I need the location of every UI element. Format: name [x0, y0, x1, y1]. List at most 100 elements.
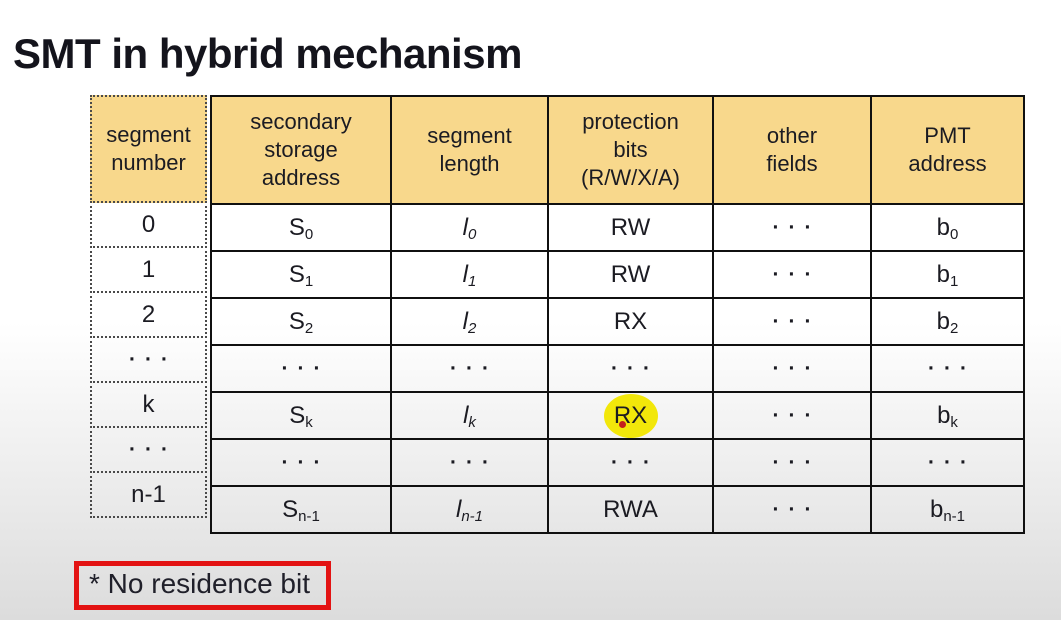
cell-value: b0 [936, 213, 959, 243]
cell-value: ··· [772, 356, 821, 380]
table-cell: lk [390, 391, 549, 440]
cell-value: S0 [288, 213, 314, 243]
cell-value: ··· [129, 347, 177, 371]
cell-value: S1 [288, 260, 314, 290]
table-row: S2 l2 RX ··· b2 [210, 297, 1025, 346]
cell-value: Sk [289, 401, 313, 431]
cell-value: k [142, 390, 155, 418]
table-cell: RX [547, 391, 714, 440]
cell-value: ··· [129, 437, 177, 461]
cell-value: ··· [772, 215, 821, 239]
cell-value: b1 [936, 260, 959, 290]
table-cell: RX [547, 297, 714, 346]
table-cell: ln-1 [390, 485, 549, 534]
cell-value: S2 [288, 307, 314, 337]
table-cell: Sk [210, 391, 392, 440]
table-cell: ··· [870, 438, 1025, 487]
cell-value: b2 [936, 307, 959, 337]
cell-value: ··· [450, 356, 498, 380]
column-header: PMT address [870, 95, 1025, 205]
segment-number-cell: 0 [90, 201, 207, 248]
table-cell: l2 [390, 297, 549, 346]
slide-title: SMT in hybrid mechanism [13, 30, 522, 78]
segment-number-cell: 2 [90, 291, 207, 338]
segment-number-cell: ··· [90, 426, 207, 473]
segment-number-cell: ··· [90, 336, 207, 383]
table-cell: RW [547, 203, 714, 252]
cell-value: ··· [611, 356, 659, 380]
table-cell: ··· [712, 344, 872, 393]
cell-value: ··· [928, 356, 976, 380]
cell-value: n-1 [131, 480, 166, 508]
table-cell: ··· [712, 203, 872, 252]
table-cell: l0 [390, 203, 549, 252]
cell-value: 2 [141, 300, 156, 328]
cell-value: bn-1 [929, 495, 966, 525]
cell-value: ··· [611, 450, 659, 474]
cell-value: ln-1 [455, 495, 484, 525]
cell-value: ··· [281, 450, 330, 474]
highlighted-cell-value: RX [613, 401, 648, 429]
table-cell: ··· [390, 438, 549, 487]
column-header: secondary storage address [210, 95, 392, 205]
table-cell: S0 [210, 203, 392, 252]
cell-value: 0 [141, 210, 156, 238]
table-cell: ··· [210, 438, 392, 487]
table-cell: ··· [712, 297, 872, 346]
table-cell: bn-1 [870, 485, 1025, 534]
table-row: Sk lk RX ··· bk [210, 391, 1025, 440]
laser-pointer-dot [618, 420, 626, 428]
table-cell: bk [870, 391, 1025, 440]
segment-number-cell: n-1 [90, 471, 207, 518]
segment-number-cell: 1 [90, 246, 207, 293]
cell-value: ··· [772, 450, 821, 474]
column-header: segment length [390, 95, 549, 205]
table-cell: ··· [210, 344, 392, 393]
table-cell: ··· [547, 344, 714, 393]
cell-value: ··· [772, 403, 821, 427]
table-cell: b1 [870, 250, 1025, 299]
table-cell: S1 [210, 250, 392, 299]
cell-value: ··· [772, 309, 821, 333]
cell-value: ··· [772, 497, 821, 521]
cell-value: ··· [928, 450, 976, 474]
table-cell: ··· [712, 250, 872, 299]
table-cell: b2 [870, 297, 1025, 346]
segment-number-cell: k [90, 381, 207, 428]
smt-table: segment number 0 1 2 ··· k ··· n-1 secondary st… [90, 95, 1025, 534]
table-cell: ··· [390, 344, 549, 393]
table-row: S1 l1 RW ··· b1 [210, 250, 1025, 299]
column-header: protection bits (R/W/X/A) [547, 95, 714, 205]
table-cell: ··· [712, 438, 872, 487]
table-cell: b0 [870, 203, 1025, 252]
cell-value: lk [463, 401, 476, 431]
table-row: ··· ··· ··· ··· ··· [210, 344, 1025, 393]
table-cell: RWA [547, 485, 714, 534]
no-residence-bit-note: * No residence bit [74, 561, 332, 610]
cell-value: bk [937, 401, 958, 431]
cell-value: Sn-1 [282, 495, 320, 525]
cell-value: ··· [281, 356, 330, 380]
cell-value: l1 [462, 260, 477, 290]
table-cell: Sn-1 [210, 485, 392, 534]
column-header: other fields [712, 95, 872, 205]
table-row: S0 l0 RW ··· b0 [210, 203, 1025, 252]
table-row: Sn-1 ln-1 RWA ··· bn-1 [210, 485, 1025, 534]
table-cell: ··· [712, 485, 872, 534]
cell-value: RWA [603, 495, 658, 523]
cell-value: RW [610, 260, 651, 288]
segment-number-column: segment number 0 1 2 ··· k ··· n-1 [90, 95, 207, 518]
cell-value: RX [613, 307, 648, 335]
cell-value: 1 [141, 255, 156, 283]
cell-value: ··· [450, 450, 498, 474]
table-cell: ··· [712, 391, 872, 440]
table-cell: ··· [547, 438, 714, 487]
column-header-segment-number: segment number [90, 95, 207, 203]
cell-value: ··· [772, 262, 821, 286]
table-cell: ··· [870, 344, 1025, 393]
cell-value: l2 [462, 307, 477, 337]
cell-value: l0 [462, 213, 477, 243]
table-cell: l1 [390, 250, 549, 299]
table-cell: RW [547, 250, 714, 299]
